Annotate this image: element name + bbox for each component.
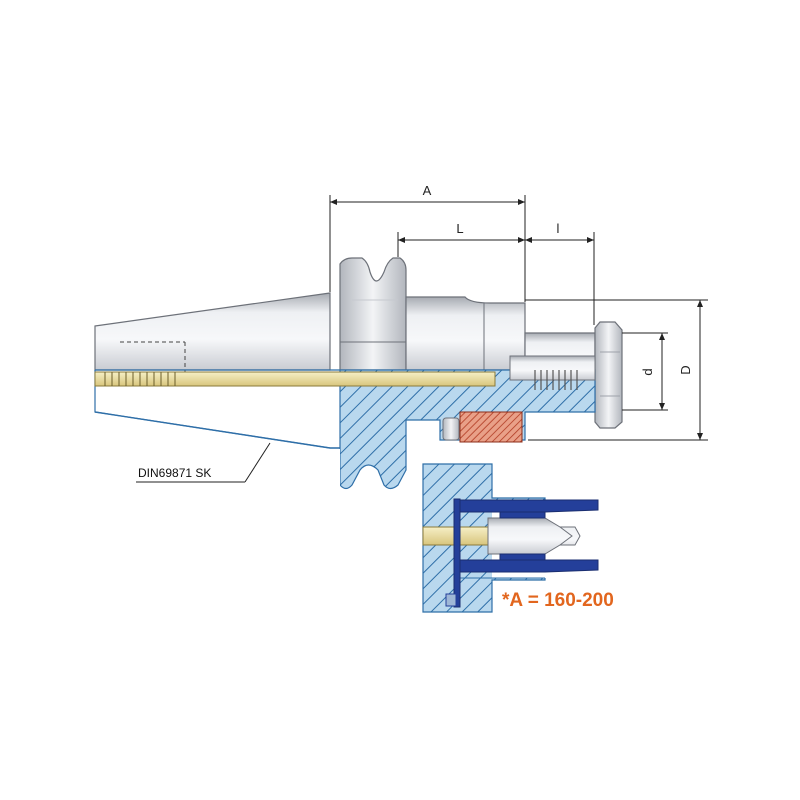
dimension-arrows bbox=[330, 199, 703, 440]
length-note: *A = 160-200 bbox=[502, 590, 614, 611]
dimension-D-label: D bbox=[678, 365, 693, 374]
dimension-A-label: A bbox=[423, 183, 432, 198]
hidden-lines bbox=[120, 341, 186, 372]
detail-inset bbox=[422, 463, 602, 613]
dimension-d-label: d bbox=[640, 368, 655, 375]
dimension-L-label: L bbox=[456, 221, 463, 236]
dimension-l-label: l bbox=[557, 221, 560, 236]
standard-label: DIN69871 SK bbox=[138, 466, 211, 480]
holder-section bbox=[94, 355, 596, 492]
holder-exterior bbox=[94, 257, 623, 429]
dimension-lines bbox=[136, 195, 708, 483]
